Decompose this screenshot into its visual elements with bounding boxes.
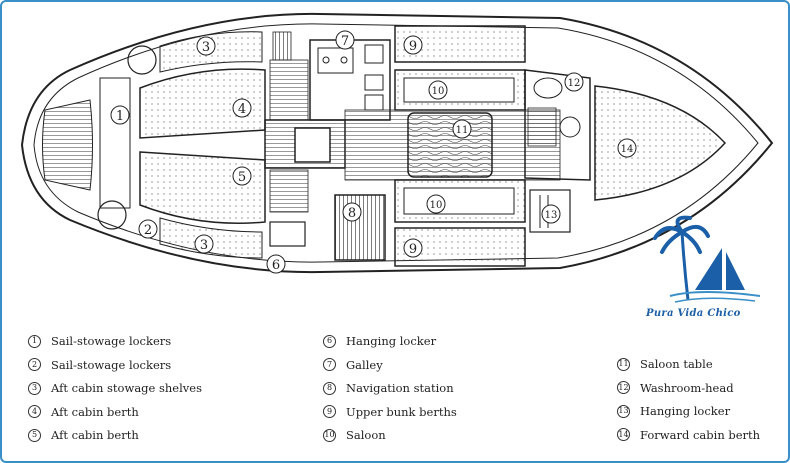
label-13: 13	[545, 210, 558, 221]
legend-number: 14	[617, 428, 630, 441]
legend-number: 3	[28, 381, 41, 395]
legend-text: Forward cabin berth	[640, 427, 761, 442]
legend-item: 6 Hanging locker	[323, 334, 436, 348]
label-2: 2	[144, 223, 152, 238]
legend-text: Sail-stowage lockers	[51, 357, 172, 372]
legend-number: 12	[617, 381, 630, 394]
boat-plan: 1 2 3 3 4 5 6 7 8 9 9 10 10 11 12 13 14	[20, 12, 774, 303]
hanging-locker-6	[269, 221, 306, 247]
legend-text: Saloon table	[640, 357, 713, 371]
hanging-locker-13	[529, 189, 571, 233]
legend-text: Aft cabin berth	[51, 404, 139, 419]
legend-item: 10 Saloon	[323, 428, 386, 442]
legend-number: 5	[28, 428, 41, 442]
legend-number: 10	[323, 428, 336, 442]
label-9-bottom: 9	[409, 242, 417, 257]
label-9-top: 9	[409, 39, 417, 54]
legend-number: 13	[617, 404, 630, 418]
legend-number: 7	[323, 358, 336, 371]
brand-name: Pura Vida Chico	[646, 308, 741, 319]
label-14: 14	[621, 144, 634, 155]
legend-number: 4	[28, 405, 41, 418]
hull-outline	[20, 12, 774, 274]
legend-item: 14 Forward cabin berth	[617, 428, 760, 442]
legend-text: Upper bunk berths	[346, 404, 457, 419]
legend-number: 2	[28, 358, 41, 371]
navigation-station	[334, 194, 386, 261]
legend-text: Hanging locker	[346, 334, 437, 348]
legend-item: 2 Sail-stowage lockers	[28, 358, 171, 372]
label-10-top: 10	[432, 86, 445, 97]
label-3-bottom: 3	[200, 238, 208, 253]
aft-berth-5	[139, 151, 266, 224]
legend-item: 11 Saloon table	[617, 357, 713, 371]
legend-item: 9 Upper bunk berths	[323, 405, 457, 419]
legend-item: 5 Aft cabin berth	[28, 428, 139, 442]
legend-number: 9	[323, 405, 336, 418]
aft-berth-4	[139, 68, 266, 139]
legend-item: 13 Hanging locker	[617, 404, 730, 418]
legend-text: Saloon	[346, 428, 386, 442]
legend-text: Galley	[346, 357, 383, 372]
forward-cabin-berth	[594, 85, 727, 201]
locker-bottom-circle	[97, 200, 127, 230]
label-3-top: 3	[202, 40, 210, 55]
label-10-bottom: 10	[430, 200, 443, 211]
legend-text: Navigation station	[346, 381, 454, 395]
label-12: 12	[568, 78, 581, 89]
label-11: 11	[456, 125, 469, 136]
legend-text: Sail-stowage lockers	[51, 334, 172, 348]
legend-item: 12 Washroom-head	[617, 381, 734, 395]
label-1: 1	[116, 109, 124, 124]
label-5: 5	[238, 170, 246, 185]
legend-number: 11	[617, 357, 630, 371]
legend-item: 8 Navigation station	[323, 381, 454, 395]
hull-inner	[33, 23, 759, 263]
stern-transom	[42, 99, 93, 191]
label-7: 7	[341, 34, 349, 49]
label-8: 8	[348, 206, 356, 221]
locker-top-circle	[127, 45, 157, 75]
legend-item: 1 Sail-stowage lockers	[28, 334, 171, 348]
legend-item: 4 Aft cabin berth	[28, 405, 139, 419]
legend-text: Aft cabin berth	[51, 428, 139, 442]
legend-item: 7 Galley	[323, 358, 383, 372]
legend-text: Hanging locker	[640, 404, 731, 418]
legend-item: 3 Aft cabin stowage shelves	[28, 381, 202, 395]
legend-text: Washroom-head	[640, 380, 734, 395]
label-6: 6	[272, 258, 280, 273]
label-4: 4	[238, 102, 246, 117]
legend-text: Aft cabin stowage shelves	[51, 381, 202, 395]
legend-number: 1	[28, 334, 41, 348]
diagram-labels: 1 2 3 3 4 5 6 7 8 9 9 10 10 11 12 13 14	[110, 30, 637, 274]
brand-logo	[653, 215, 761, 303]
legend-number: 6	[323, 334, 336, 348]
legend-number: 8	[323, 381, 336, 395]
